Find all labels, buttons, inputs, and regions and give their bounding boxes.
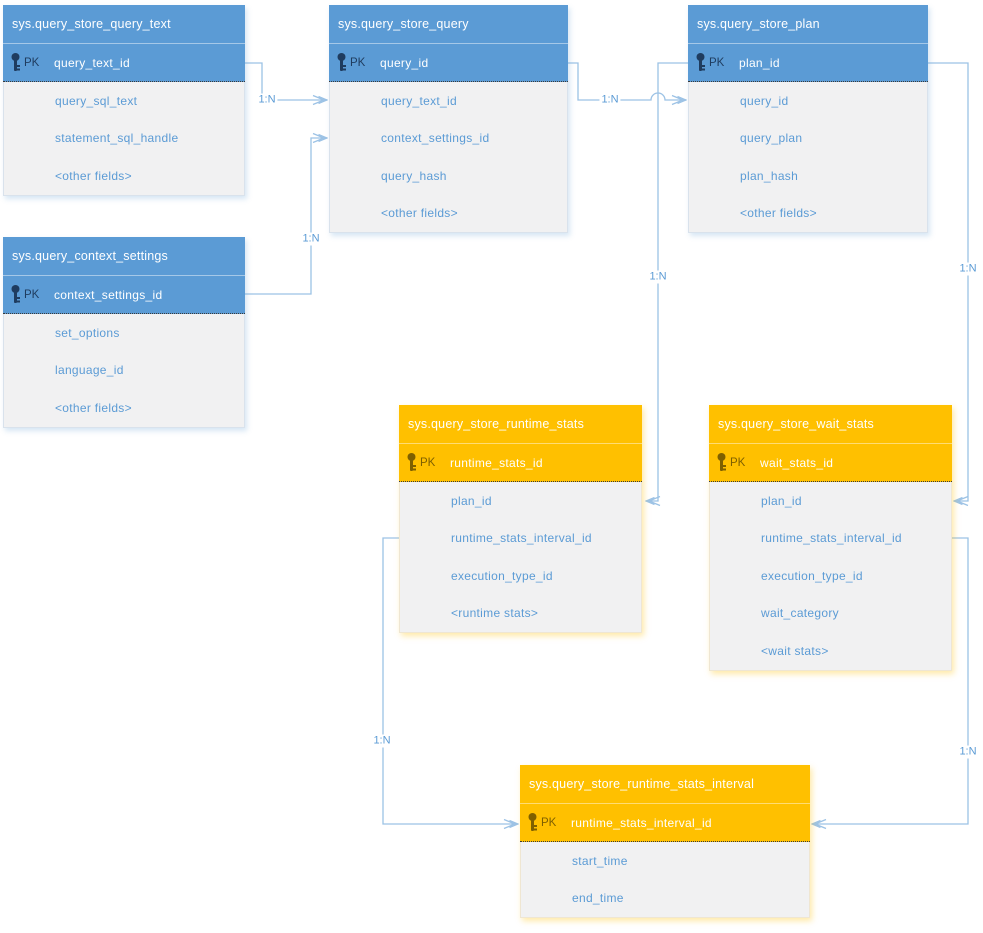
pk-row: PK runtime_stats_interval_id <box>520 804 810 842</box>
key-icon <box>406 453 419 472</box>
field-row: runtime_stats_interval_id <box>451 531 592 546</box>
pk-label: PK <box>730 456 746 469</box>
pk-row: PK query_text_id <box>3 44 245 82</box>
entity-query-store-query: sys.query_store_query PK query_id query_… <box>329 5 568 233</box>
cardinality-label: 1:N <box>300 232 322 246</box>
relationship-interval-runtimestats <box>382 537 518 824</box>
table-title: sys.query_store_runtime_stats <box>399 405 642 444</box>
field-row: <other fields> <box>740 206 817 221</box>
field-row: <wait stats> <box>761 643 829 658</box>
field-row: statement_sql_handle <box>55 131 179 146</box>
pk-field-name: wait_stats_id <box>760 455 834 470</box>
cardinality-label: 1:N <box>957 262 979 276</box>
field-row: plan_id <box>761 493 802 508</box>
pk-row: PK context_settings_id <box>3 276 245 314</box>
field-list: plan_id runtime_stats_interval_id execut… <box>399 482 642 633</box>
key-icon <box>527 813 540 832</box>
table-title: sys.query_store_plan <box>688 5 928 44</box>
field-row: execution_type_id <box>451 568 553 583</box>
pk-field-name: plan_id <box>739 55 780 70</box>
table-title: sys.query_store_wait_stats <box>709 405 952 444</box>
field-list: query_id query_plan plan_hash <other fie… <box>688 82 928 233</box>
relationship-plan-waitstats <box>928 62 969 501</box>
entity-query-store-runtime-stats-interval: sys.query_store_runtime_stats_interval P… <box>520 765 810 918</box>
pk-field-name: runtime_stats_interval_id <box>571 815 712 830</box>
entity-query-store-plan: sys.query_store_plan PK plan_id query_id… <box>688 5 928 233</box>
table-title: sys.query_store_runtime_stats_interval <box>520 765 810 804</box>
relationship-querytext-query <box>245 62 327 100</box>
pk-field-name: context_settings_id <box>54 287 163 302</box>
table-title: sys.query_store_query <box>329 5 568 44</box>
pk-row: PK plan_id <box>688 44 928 82</box>
table-title: sys.query_context_settings <box>3 237 245 276</box>
pk-label: PK <box>541 816 557 829</box>
field-row: start_time <box>572 853 628 868</box>
field-row: execution_type_id <box>761 568 863 583</box>
field-row: runtime_stats_interval_id <box>761 531 902 546</box>
field-row: wait_category <box>761 606 839 621</box>
pk-label: PK <box>350 56 366 69</box>
field-row: query_plan <box>740 131 803 146</box>
field-row: plan_hash <box>740 168 799 183</box>
field-row: query_sql_text <box>55 93 138 108</box>
cardinality-label: 1:N <box>647 270 669 284</box>
relationship-interval-waitstats <box>812 537 969 824</box>
key-icon <box>716 453 729 472</box>
field-row: query_text_id <box>381 93 457 108</box>
field-row: query_hash <box>381 168 447 183</box>
field-row: context_settings_id <box>381 131 490 146</box>
cardinality-label: 1:N <box>957 745 979 759</box>
field-list: query_text_id context_settings_id query_… <box>329 82 568 233</box>
relationship-query-plan <box>568 62 686 100</box>
pk-row: PK runtime_stats_id <box>399 444 642 482</box>
entity-query-context-settings: sys.query_context_settings PK context_se… <box>3 237 245 428</box>
pk-label: PK <box>24 56 40 69</box>
field-row: query_id <box>740 93 789 108</box>
key-icon <box>10 53 23 72</box>
field-row: <other fields> <box>55 168 132 183</box>
field-list: set_options language_id <other fields> <box>3 314 245 428</box>
field-row: language_id <box>55 363 124 378</box>
cardinality-label: 1:N <box>599 93 621 107</box>
field-row: set_options <box>55 325 120 340</box>
cardinality-label: 1:N <box>256 93 278 107</box>
field-row: plan_id <box>451 493 492 508</box>
pk-field-name: runtime_stats_id <box>450 455 543 470</box>
entity-query-store-wait-stats: sys.query_store_wait_stats PK wait_stats… <box>709 405 952 671</box>
key-icon <box>695 53 708 72</box>
key-icon <box>10 285 23 304</box>
field-row: <other fields> <box>381 206 458 221</box>
pk-label: PK <box>420 456 436 469</box>
key-icon <box>336 53 349 72</box>
cardinality-label: 1:N <box>371 734 393 748</box>
pk-field-name: query_id <box>380 55 429 70</box>
pk-field-name: query_text_id <box>54 55 130 70</box>
entity-query-store-query-text: sys.query_store_query_text PK query_text… <box>3 5 245 196</box>
entity-query-store-runtime-stats: sys.query_store_runtime_stats PK runtime… <box>399 405 642 633</box>
pk-label: PK <box>709 56 725 69</box>
field-list: start_time end_time <box>520 842 810 918</box>
pk-row: PK query_id <box>329 44 568 82</box>
table-title: sys.query_store_query_text <box>3 5 245 44</box>
field-list: query_sql_text statement_sql_handle <oth… <box>3 82 245 196</box>
field-list: plan_id runtime_stats_interval_id execut… <box>709 482 952 671</box>
field-row: <other fields> <box>55 400 132 415</box>
field-row: <runtime stats> <box>451 606 539 621</box>
pk-label: PK <box>24 288 40 301</box>
relationship-contextsettings-query <box>245 138 327 295</box>
field-row: end_time <box>572 891 624 906</box>
pk-row: PK wait_stats_id <box>709 444 952 482</box>
